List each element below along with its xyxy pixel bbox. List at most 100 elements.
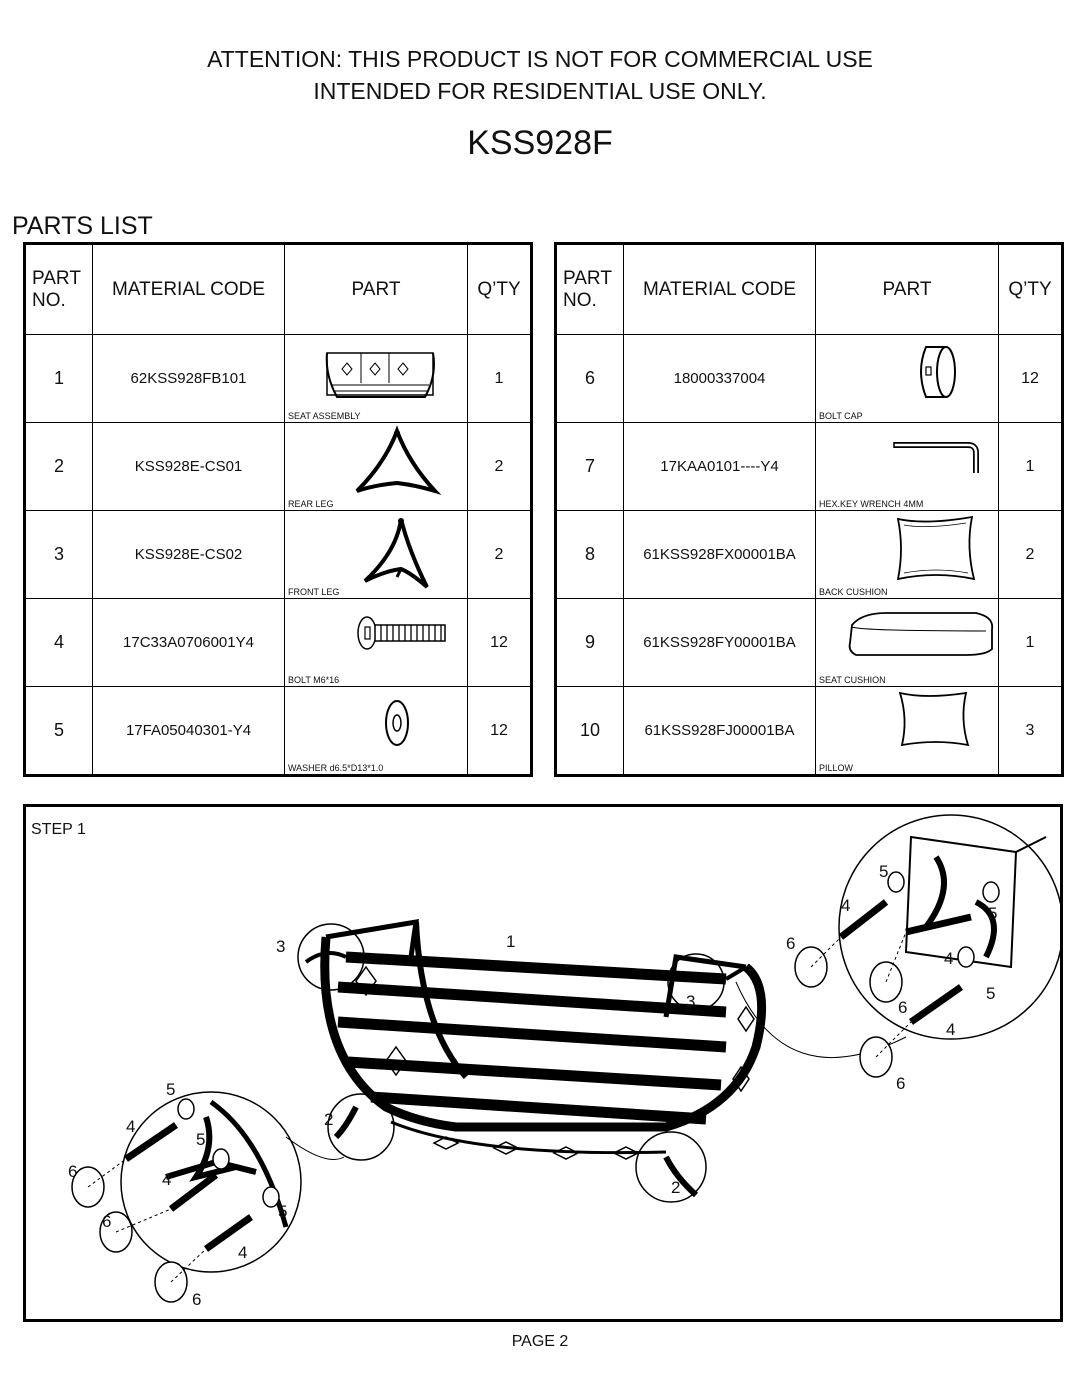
part-quantity: 12 bbox=[998, 334, 1063, 423]
part-quantity: 1 bbox=[998, 598, 1063, 687]
hex-key-icon bbox=[893, 442, 979, 473]
part-name: BOLT M6*16 bbox=[288, 675, 340, 685]
table-row: 2 KSS928E-CS01 REAR LEG 2 bbox=[24, 422, 532, 511]
table-row: 1 62KSS928FB101 SEAT ASSEMBLY 1 bbox=[24, 334, 532, 423]
part-picture-cell: FRONT LEG bbox=[284, 510, 468, 599]
material-code: 61KSS928FJ00001BA bbox=[623, 686, 816, 776]
part-picture-cell: REAR LEG bbox=[284, 422, 468, 511]
material-code: 62KSS928FB101 bbox=[92, 334, 285, 423]
seat-assembly-icon bbox=[325, 352, 435, 398]
qty-header: Q’TY bbox=[998, 243, 1063, 335]
table-row: 9 61KSS928FY00001BA SEAT CUSHION 1 bbox=[555, 598, 1063, 687]
detail-callout-circle bbox=[635, 1131, 707, 1203]
front-leg-icon bbox=[363, 518, 429, 589]
page-number: PAGE 2 bbox=[511, 1333, 569, 1350]
callout-label: 6 bbox=[192, 1290, 201, 1309]
part-number: 7 bbox=[555, 422, 624, 511]
callout-label: 6 bbox=[102, 1212, 111, 1231]
part-name: REAR LEG bbox=[288, 499, 334, 509]
back-cushion-icon bbox=[896, 515, 976, 581]
left-detail-hardware bbox=[71, 1098, 289, 1303]
commercial-use-warning: ATTENTION: THIS PRODUCT IS NOT FOR COMME… bbox=[207, 46, 873, 72]
part-name: PILLOW bbox=[819, 763, 854, 773]
part-picture-cell: SEAT ASSEMBLY bbox=[284, 334, 468, 423]
part-name: FRONT LEG bbox=[288, 587, 340, 597]
callout-label: 6 bbox=[898, 998, 907, 1017]
step-label: STEP 1 bbox=[31, 821, 86, 838]
residential-use-notice: INTENDED FOR RESIDENTIAL USE ONLY. bbox=[313, 78, 767, 104]
part-header-line1: PART bbox=[563, 267, 612, 289]
part-number: 10 bbox=[555, 686, 624, 776]
part-quantity: 3 bbox=[998, 686, 1063, 776]
part-picture-cell: WASHER d6.5*D13*1.0 bbox=[284, 686, 468, 776]
material-code: 18000337004 bbox=[623, 334, 816, 423]
part-name: HEX.KEY WRENCH 4MM bbox=[819, 499, 924, 509]
table-row: 8 61KSS928FX00001BA BACK CUSHION 2 bbox=[555, 510, 1063, 599]
callout-label: 5 bbox=[166, 1080, 175, 1099]
washer-icon bbox=[385, 700, 409, 746]
part-quantity: 12 bbox=[467, 598, 532, 687]
part-header: PART bbox=[284, 243, 468, 335]
callout-label: 4 bbox=[946, 1020, 955, 1039]
part-number: 5 bbox=[24, 686, 93, 776]
part-picture-cell: BACK CUSHION bbox=[815, 510, 999, 599]
bolt-icon bbox=[357, 616, 446, 650]
detail-callout-circle bbox=[297, 923, 365, 991]
callout-label: 4 bbox=[162, 1170, 171, 1189]
part-number: 1 bbox=[24, 334, 93, 423]
callout-label: 4 bbox=[126, 1117, 135, 1136]
table-row: 10 61KSS928FJ00001BA PILLOW 3 bbox=[555, 686, 1063, 776]
callout-label: 5 bbox=[986, 984, 995, 1003]
part-number: 2 bbox=[24, 422, 93, 511]
seat-frame-illustration bbox=[304, 918, 767, 1198]
callout-label: 4 bbox=[841, 896, 850, 915]
right-detail-magnifier bbox=[838, 814, 1060, 1040]
part-header: PART bbox=[815, 243, 999, 335]
part-quantity: 12 bbox=[467, 686, 532, 776]
bolt-cap-icon bbox=[920, 346, 956, 398]
material-code: KSS928E-CS02 bbox=[92, 510, 285, 599]
callout-label: 2 bbox=[324, 1110, 333, 1129]
seat-cushion-icon bbox=[848, 612, 994, 656]
part-header-line2: NO. bbox=[32, 289, 66, 311]
part-number: 4 bbox=[24, 598, 93, 687]
part-picture-cell: HEX.KEY WRENCH 4MM bbox=[815, 422, 999, 511]
part-quantity: 1 bbox=[467, 334, 532, 423]
pillow-icon bbox=[898, 691, 970, 747]
callout-label: 2 bbox=[671, 1178, 680, 1197]
table-row: 4 17C33A0706001Y4 BOLT M6*16 12 bbox=[24, 598, 532, 687]
material-code-header: MATERIAL CODE bbox=[92, 243, 285, 335]
part-quantity: 2 bbox=[467, 510, 532, 599]
part-name: BOLT CAP bbox=[819, 411, 863, 421]
material-code: 17C33A0706001Y4 bbox=[92, 598, 285, 687]
part-picture-cell: BOLT M6*16 bbox=[284, 598, 468, 687]
callout-label: 6 bbox=[786, 934, 795, 953]
material-code: 17FA05040301-Y4 bbox=[92, 686, 285, 776]
part-quantity: 2 bbox=[467, 422, 532, 511]
part-name: SEAT CUSHION bbox=[819, 675, 886, 685]
step-1-panel: STEP 1 bbox=[23, 804, 1063, 1322]
material-code: 17KAA0101----Y4 bbox=[623, 422, 816, 511]
qty-header: Q’TY bbox=[467, 243, 532, 335]
part-number: 8 bbox=[555, 510, 624, 599]
callout-label: 5 bbox=[196, 1130, 205, 1149]
table-row: 3 KSS928E-CS02 FRONT LEG 2 bbox=[24, 510, 532, 599]
table-row: 5 17FA05040301-Y4 WASHER d6.5*D13*1.0 12 bbox=[24, 686, 532, 776]
callout-label: 5 bbox=[879, 862, 888, 881]
right-detail-hardware bbox=[794, 835, 1047, 1078]
assembly-diagram: 3 1 3 2 2 5 4 5 6 4 6 5 4 6 5 4 5 6 4 5 … bbox=[68, 814, 1060, 1309]
detail-callout-circle bbox=[327, 1093, 395, 1161]
part-picture-cell: BOLT CAP bbox=[815, 334, 999, 423]
callout-label: 6 bbox=[68, 1162, 77, 1181]
part-name: WASHER d6.5*D13*1.0 bbox=[288, 763, 384, 773]
callout-label: 5 bbox=[278, 1202, 287, 1221]
material-code: 61KSS928FY00001BA bbox=[623, 598, 816, 687]
material-code: KSS928E-CS01 bbox=[92, 422, 285, 511]
material-code: 61KSS928FX00001BA bbox=[623, 510, 816, 599]
callout-label: 6 bbox=[896, 1074, 905, 1093]
